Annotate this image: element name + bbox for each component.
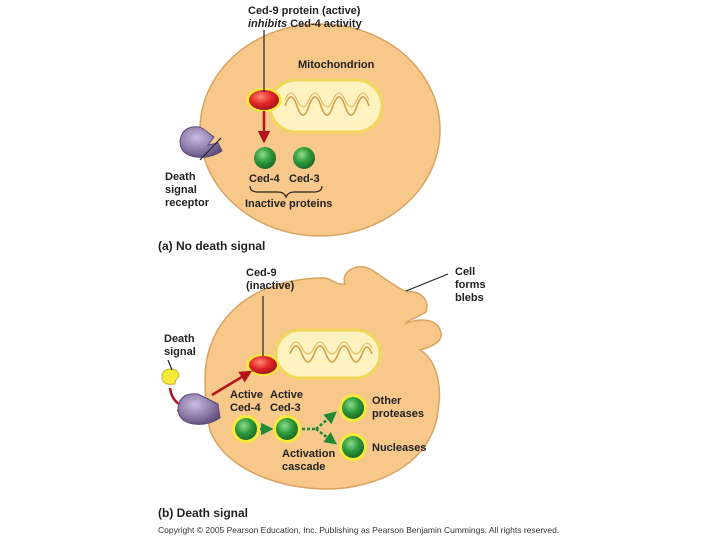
inactive-bracket xyxy=(249,185,323,199)
ced3-label: Ced-3 xyxy=(289,173,320,185)
panel-a: Ced-9 protein (active) inhibits Ced-4 ac… xyxy=(158,5,441,253)
active-ced3-label-1: Active xyxy=(270,389,303,401)
inactive-proteins-label: Inactive proteins xyxy=(245,198,332,210)
mitochondrion-label: Mitochondrion xyxy=(298,59,375,71)
ced9-inactive-label-1: Ced-9 xyxy=(246,267,277,279)
ced9-active-protein xyxy=(249,90,279,110)
receptor-label-2: signal xyxy=(165,184,197,196)
ced9-inactive-protein xyxy=(249,356,277,374)
caption-b: (b) Death signal xyxy=(158,506,248,520)
panel-b: Ced-9 (inactive) Cell forms blebs Death … xyxy=(158,266,486,520)
cascade-label-1: Activation xyxy=(282,448,335,460)
ced9-active-label-2: inhibits Ced-4 activity xyxy=(248,18,363,30)
receptor-to-ced9-arrow xyxy=(211,370,253,397)
receptor-label-3: receptor xyxy=(165,197,210,209)
active-ced4-label-1: Active xyxy=(230,389,263,401)
blebs-label-1: Cell xyxy=(455,266,475,278)
ced4-label: Ced-4 xyxy=(249,173,280,185)
caption-a: (a) No death signal xyxy=(158,239,265,253)
ced3-inactive xyxy=(293,147,315,169)
death-signal-receptor-b xyxy=(177,393,221,425)
nuclease xyxy=(342,436,364,458)
death-signal-label-2: signal xyxy=(164,346,196,358)
cascade-label-2: cascade xyxy=(282,461,325,473)
receptor-label-1: Death xyxy=(165,171,196,183)
blebs-label-3: blebs xyxy=(455,292,484,304)
death-signal-label-1: Death xyxy=(164,333,195,345)
cascade-arrow-down xyxy=(315,427,338,445)
death-signal-ligand xyxy=(161,368,180,385)
ced4-active xyxy=(235,418,257,440)
ced9-active-label-1: Ced-9 protein (active) xyxy=(248,5,361,17)
mitochondrion-a xyxy=(268,78,384,134)
proteases-label-1: Other xyxy=(372,395,402,407)
active-ced4-label-2: Ced-4 xyxy=(230,402,261,414)
cascade-arrow-up xyxy=(315,411,337,430)
ced3-active xyxy=(276,418,298,440)
active-ced3-label-2: Ced-3 xyxy=(270,402,301,414)
ced4-inactive xyxy=(254,147,276,169)
nucleases-label: Nucleases xyxy=(372,442,426,454)
proteases-label-2: proteases xyxy=(372,408,424,420)
other-protease xyxy=(342,397,364,419)
death-signal-receptor-a xyxy=(179,126,223,158)
ced9-inactive-label-2: (inactive) xyxy=(246,280,295,292)
copyright: Copyright © 2005 Pearson Education, Inc.… xyxy=(158,525,559,535)
mitochondrion-b xyxy=(274,328,382,380)
blebs-label-2: forms xyxy=(455,279,486,291)
